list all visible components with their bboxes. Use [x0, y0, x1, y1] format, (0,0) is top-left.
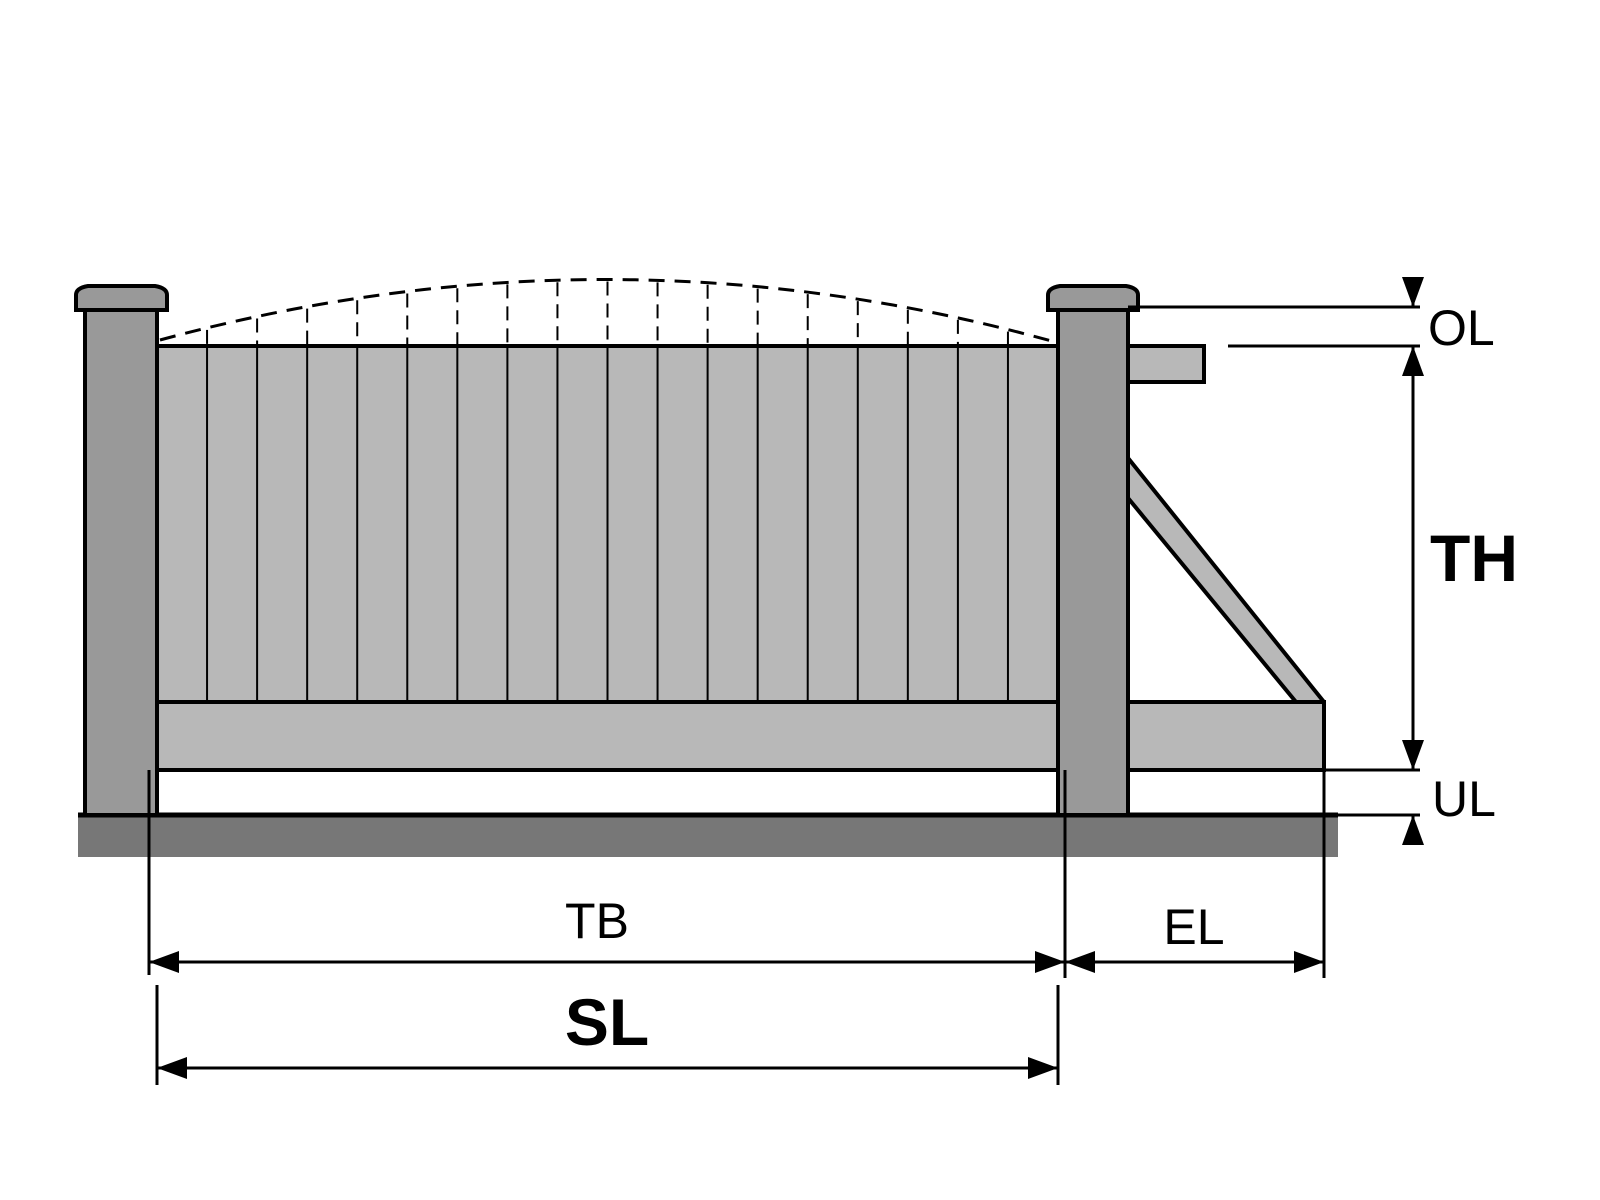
tail-rail [1124, 700, 1326, 772]
top-guide-arm [1124, 344, 1206, 384]
ground-strip [78, 815, 1338, 857]
label-el: EL [1163, 899, 1224, 955]
bottom-rail [155, 700, 1060, 772]
label-ul: UL [1432, 771, 1496, 827]
gate-boards [206, 281, 1009, 702]
label-tb: TB [565, 893, 629, 949]
label-th: TH [1430, 521, 1518, 595]
left-post-cap [74, 284, 169, 312]
dimension-guides [147, 305, 1420, 1085]
right-post [1056, 305, 1130, 817]
label-sl: SL [565, 985, 649, 1059]
tail-brace [1126, 456, 1326, 704]
left-post [83, 305, 159, 817]
arch-outline [159, 278, 1056, 344]
label-ol: OL [1428, 300, 1495, 356]
right-post-cap [1046, 284, 1140, 312]
